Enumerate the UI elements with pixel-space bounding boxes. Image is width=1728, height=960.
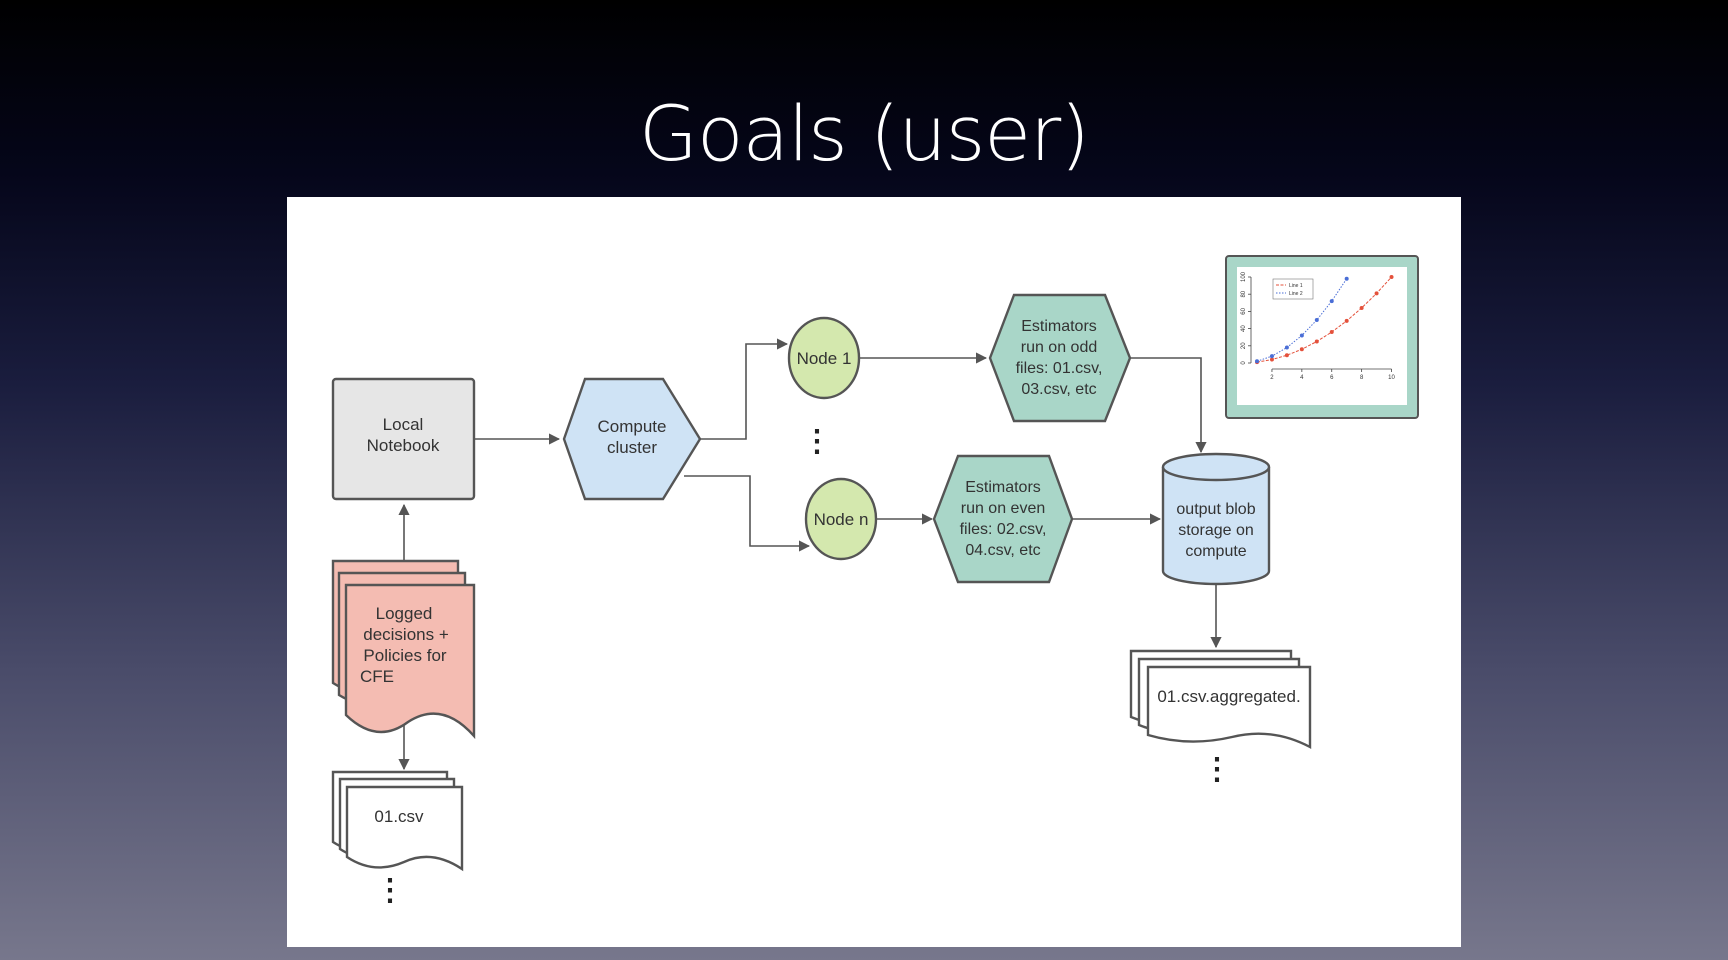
output-blob-label-line-2: storage on <box>1178 522 1254 539</box>
chart-point <box>1329 299 1334 304</box>
arrow-estimators-odd-to-blob <box>1130 357 1207 454</box>
chart-series-line <box>1256 276 1392 363</box>
chart-thumbnail-plot-area <box>1237 267 1407 405</box>
chart-x-tick-label: 8 <box>1360 375 1364 381</box>
node-1-label: Node 1 <box>797 349 852 368</box>
local-notebook-node: Local Notebook <box>331 377 476 501</box>
compute-cluster-label-line-2: cluster <box>607 438 657 457</box>
chart-x-tick-label: 6 <box>1330 375 1334 381</box>
chart-point <box>1299 333 1304 338</box>
estimators-odd-node: Estimators run on odd files: 01.csv, 03.… <box>988 293 1132 423</box>
estimators-odd-label-line-1: Estimators <box>1021 318 1097 335</box>
aggregated-document-stack <box>1129 649 1312 749</box>
csv-ellipsis: ⋮ <box>375 874 405 907</box>
logged-decisions-label-line-3: Policies for <box>363 646 446 665</box>
aggregated-ellipsis: ⋮ <box>1202 753 1232 786</box>
compute-cluster-hexagon <box>562 377 702 501</box>
chart-legend-box <box>1272 278 1314 300</box>
chart-legend-label: Line 1 <box>1289 283 1303 289</box>
logged-decisions-node <box>331 559 476 740</box>
output-blob-label-line-1: output blob <box>1176 501 1255 518</box>
slide-title: Goals (user) <box>639 89 1090 178</box>
connectors <box>398 338 1222 771</box>
node-n: Node n <box>804 477 878 561</box>
chart-y-tick-label: 20 <box>1241 342 1247 349</box>
estimators-even-label-line-3: files: 02.csv, <box>960 521 1047 538</box>
architecture-diagram: Local Notebook Compute cluster Node 1 ⋮ … <box>331 255 1419 907</box>
chart-y-tick-label: 0 <box>1241 361 1247 365</box>
estimators-odd-hexagon <box>988 293 1132 423</box>
compute-cluster-label-line-1: Compute <box>598 417 667 436</box>
csv-document-stack <box>331 770 464 872</box>
aggregated-document-label: 01.csv.aggregated. <box>1157 687 1300 706</box>
estimators-even-label-line-1: Estimators <box>965 479 1041 496</box>
chart-y-tick-label: 60 <box>1241 307 1247 314</box>
compute-cluster-node: Compute cluster <box>562 377 702 501</box>
chart-point <box>1374 291 1379 296</box>
chart-point <box>1389 275 1394 279</box>
logged-decisions-sheet-front <box>344 583 476 740</box>
estimators-even-label-line-2: run on even <box>961 500 1046 517</box>
estimators-odd-label-line-2: run on odd <box>1021 339 1098 356</box>
estimators-odd-label-line-4: 03.csv, etc <box>1021 381 1096 398</box>
chart-point <box>1284 345 1289 350</box>
chart-x-tick-label: 10 <box>1388 375 1395 381</box>
node-1: Node 1 <box>787 316 861 400</box>
chart-point <box>1284 353 1289 358</box>
diagram-panel: Local Notebook Compute cluster Node 1 ⋮ … <box>287 197 1461 947</box>
chart-x-tick-label: 4 <box>1300 375 1304 381</box>
output-blob-storage-node: output blob storage on compute <box>1161 452 1271 586</box>
node-n-label: Node n <box>814 510 869 529</box>
local-notebook-label-line-1: Local <box>383 415 424 434</box>
chart-point <box>1314 318 1319 322</box>
chart-point <box>1344 318 1349 323</box>
chart-y-tick-label: 80 <box>1241 290 1247 297</box>
estimators-odd-label-line-3: files: 01.csv, <box>1016 360 1103 377</box>
chart-point <box>1329 330 1334 335</box>
output-blob-cylinder-top <box>1161 452 1271 482</box>
local-notebook-box <box>331 377 476 501</box>
chart-point <box>1314 339 1319 344</box>
chart-point <box>1269 354 1274 359</box>
chart-point <box>1344 276 1349 281</box>
estimators-even-label-line-4: 04.csv, etc <box>965 542 1040 559</box>
aggregated-sheet-front <box>1146 665 1312 749</box>
csv-document-label: 01.csv <box>374 807 424 826</box>
node-1-ellipse <box>787 316 861 400</box>
chart-legend-label: Line 2 <box>1289 291 1303 297</box>
arrow-cluster-to-node-1 <box>700 338 789 440</box>
node-n-ellipse <box>804 477 878 561</box>
chart-point <box>1255 359 1259 364</box>
local-notebook-label-line-2: Notebook <box>367 436 440 455</box>
chart-y-tick-label: 100 <box>1241 271 1247 282</box>
logged-decisions-label-line-2: decisions + <box>363 625 449 644</box>
arrow-cluster-to-node-n <box>684 475 811 552</box>
chart-y-tick-label: 40 <box>1241 325 1247 332</box>
output-blob-cylinder-body <box>1161 467 1271 586</box>
estimators-even-hexagon <box>932 454 1074 584</box>
chart-point <box>1359 305 1364 310</box>
logged-decisions-label-line-1: Logged <box>376 604 433 623</box>
node-ellipsis: ⋮ <box>802 425 832 458</box>
chart-point <box>1269 357 1274 362</box>
csv-sheet-front <box>345 785 464 872</box>
logged-decisions-label-line-4: CFE <box>360 667 394 686</box>
estimators-even-node: Estimators run on even files: 02.csv, 04… <box>932 454 1074 584</box>
chart-x-tick-label: 2 <box>1270 375 1274 381</box>
output-blob-label-line-3: compute <box>1185 543 1246 560</box>
chart-point <box>1299 347 1304 352</box>
